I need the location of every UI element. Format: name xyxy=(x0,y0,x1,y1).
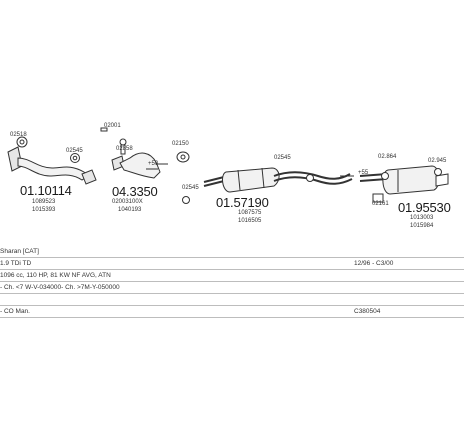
part-01-95530-ref1: 1013003 xyxy=(410,215,434,221)
center-muffler-drawing xyxy=(203,167,353,193)
gasket-02150-drawing xyxy=(176,151,190,163)
plus55-label: +55 xyxy=(358,170,369,176)
table-row xyxy=(0,294,464,306)
clamp-02858-label: 02858 xyxy=(116,146,133,152)
part-04-3350-ref1: 02003100X xyxy=(112,199,143,205)
table-row: - Ch. <7 W-V-034000- Ch. >7M-Y-050000 xyxy=(0,282,464,294)
emission-cell: - CO Man. xyxy=(0,308,30,315)
clamp-02545c-label: 02545 xyxy=(274,155,291,161)
table-row: - CO Man. C380504 xyxy=(0,306,464,318)
engine-cell: 1.9 TDi TD xyxy=(0,260,32,267)
part-04-3350-ref2: 1040193 xyxy=(118,207,142,213)
clamp-02545-label: 02545 xyxy=(66,148,83,154)
sensor-label: 02001 xyxy=(104,123,121,129)
part-01-10114-number: 01.10114 xyxy=(20,183,72,198)
date-range-cell: 12/96 - C3/00 xyxy=(354,260,394,267)
spec-cell: 1096 cc, 110 HP, 81 KW NF AVG, ATN xyxy=(0,272,111,279)
part-01-57190-ref1: 1087575 xyxy=(238,210,262,216)
rear-muffler-drawing xyxy=(359,165,449,203)
plus50-label: +50 xyxy=(148,161,159,167)
model-cell: Sharan [CAT] xyxy=(0,248,39,255)
exhaust-diagram: 02518 02545 02001 02858 +50 01.10114 108… xyxy=(7,123,451,229)
part-01-57190-ref2: 1016505 xyxy=(238,218,262,224)
clamp-02518-drawing xyxy=(16,136,28,148)
clamp-02545b-drawing xyxy=(182,196,190,204)
gasket-02150-label: 02150 xyxy=(172,141,189,147)
clamp-02545-drawing xyxy=(70,153,80,163)
table-row: 1.9 TDi TD 12/96 - C3/00 xyxy=(0,258,464,270)
catalyst-drawing xyxy=(111,138,168,179)
part-01-95530-ref2: 1015984 xyxy=(410,223,434,229)
part-01-10114-ref2: 1015393 xyxy=(32,207,56,213)
chassis-cell: - Ch. <7 W-V-034000- Ch. >7M-Y-050000 xyxy=(0,284,120,291)
clamp-02945-label: 02.945 xyxy=(428,158,447,164)
table-row: Sharan [CAT] xyxy=(0,246,464,258)
part-01-57190-number: 01.57190 xyxy=(216,195,269,210)
exhaust-drawing xyxy=(7,127,449,204)
front-pipe-drawing xyxy=(7,146,97,185)
kit-code-cell: C380504 xyxy=(354,308,381,315)
sensor-drawing xyxy=(100,127,108,132)
clamp-02545b-label: 02545 xyxy=(182,185,199,191)
table-row: 1096 cc, 110 HP, 81 KW NF AVG, ATN xyxy=(0,270,464,282)
clamp-02518-label: 02518 xyxy=(10,132,27,138)
part-04-3350-number: 04.3350 xyxy=(112,184,158,199)
clamp-02864-label: 02.864 xyxy=(378,154,397,160)
hanger-02161-label: 02161 xyxy=(372,201,389,207)
part-01-95530-number: 01.95530 xyxy=(398,200,451,215)
part-01-10114-ref1: 1089523 xyxy=(32,199,56,205)
vehicle-info-table: Sharan [CAT] 1.9 TDi TD 12/96 - C3/00 10… xyxy=(0,246,464,318)
